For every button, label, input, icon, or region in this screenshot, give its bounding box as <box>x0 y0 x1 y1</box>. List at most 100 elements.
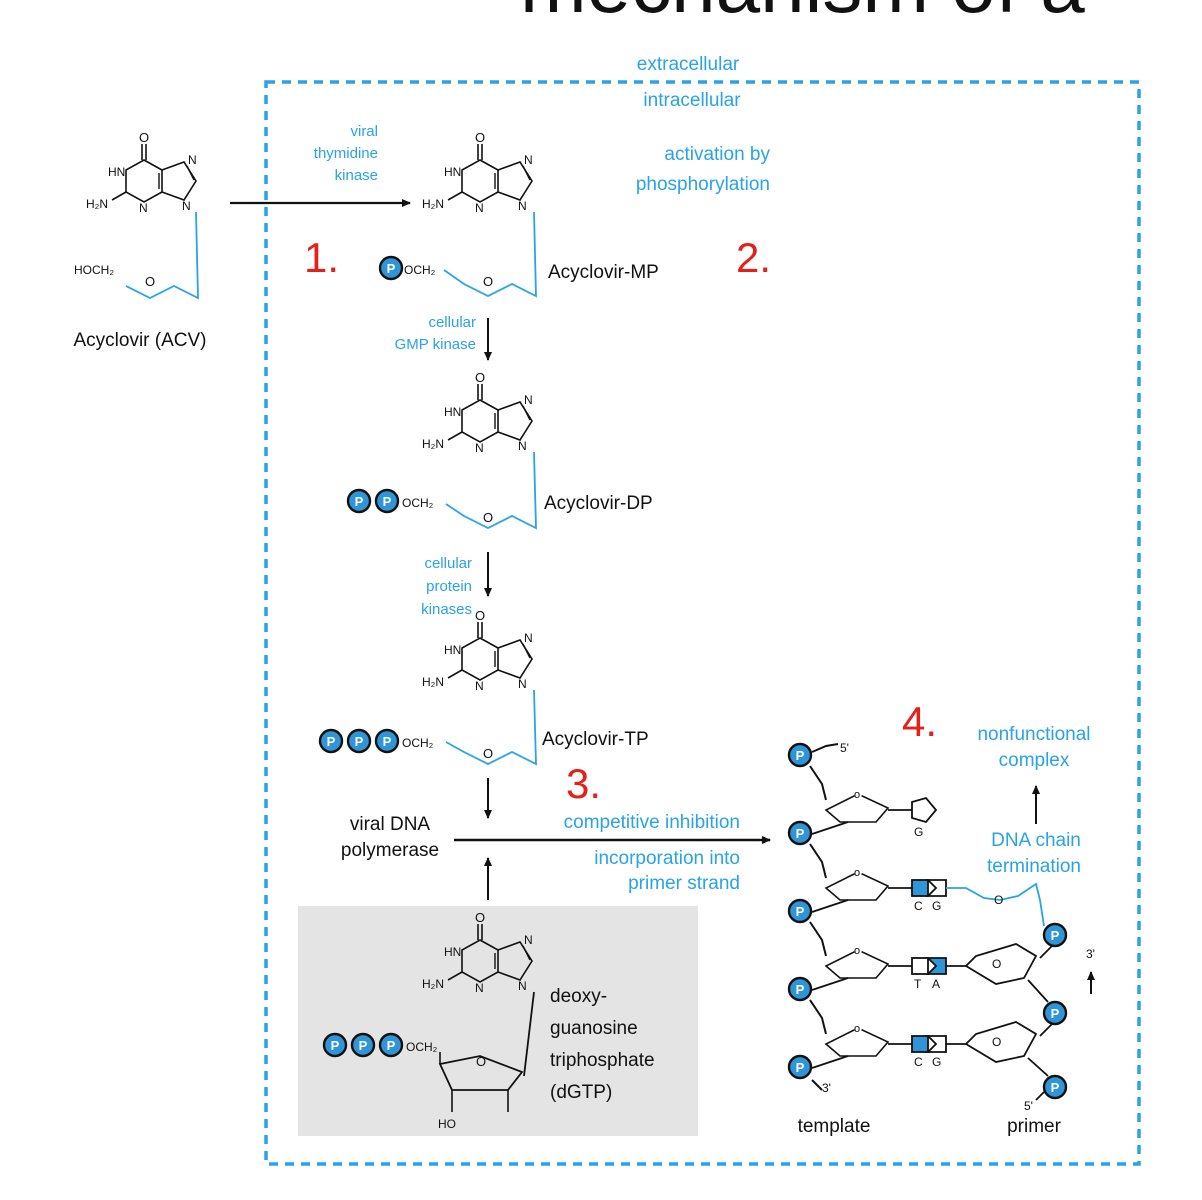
acyclovir-terminal-link <box>946 882 1045 927</box>
activation-label-line2: phosphorylation <box>636 174 770 195</box>
nonfunctional-label-line2: complex <box>999 750 1070 771</box>
base-c-2 <box>911 1035 929 1053</box>
primer-phosphate-2 <box>1042 1000 1068 1026</box>
dgtp-phosphate-1 <box>322 1032 348 1058</box>
enzyme-viral: viral <box>350 123 378 140</box>
primer-label: primer <box>1007 1116 1062 1137</box>
tp-och2: OCH₂ <box>402 736 434 750</box>
primer-sugar-1-oxygen: O <box>992 957 1001 971</box>
template-phosphate-5 <box>787 1054 813 1080</box>
primer-phosphate-1 <box>1042 922 1068 948</box>
mp-phosphate-1 <box>378 255 404 281</box>
acyclovir-dp-label: Acyclovir-DP <box>544 493 653 514</box>
enzyme-thymidine: thymidine <box>314 145 378 162</box>
tp-ether-oxygen: O <box>483 746 493 761</box>
enzyme-gmp-kinase: GMP kinase <box>395 336 476 353</box>
dgtp-label-line4: (dGTP) <box>550 1082 612 1103</box>
acv-hoch2: HOCH₂ <box>74 263 114 277</box>
enzyme-kinase: kinase <box>335 167 378 184</box>
dna-base-pairs: G C G T A C G <box>911 796 947 1069</box>
primer-sugar-2-oxygen: O <box>992 1035 1001 1049</box>
base-t <box>911 957 929 975</box>
template-phosphate-3 <box>787 898 813 924</box>
tp-phosphate-3 <box>374 728 400 754</box>
template-sugar-2 <box>825 866 889 901</box>
enzyme-cellular-2: cellular <box>424 555 472 572</box>
dgtp-label-line3: triphosphate <box>550 1050 655 1071</box>
dp-ether-oxygen: O <box>483 510 493 525</box>
acyclovir-terminal-oxygen: O <box>994 893 1003 907</box>
dp-phosphate-1 <box>346 488 372 514</box>
polymerase-line2: polymerase <box>341 840 439 861</box>
primer-3prime: 3' <box>1086 947 1095 961</box>
termination-label-line1: DNA chain <box>991 830 1081 851</box>
extracellular-label: extracellular <box>637 54 740 75</box>
primer-sugar-1 <box>964 943 1038 985</box>
polymerase-line1: viral DNA <box>350 814 431 835</box>
competitive-inhibition-label: competitive inhibition <box>564 812 740 833</box>
step-number-2: 2. <box>736 234 771 281</box>
acyclovir-mp-label: Acyclovir-MP <box>548 262 659 283</box>
dna-template-strand <box>787 742 912 1091</box>
intracellular-label: intracellular <box>643 90 741 111</box>
incorporation-label-line1: incorporation into <box>594 848 740 869</box>
dgtp-phosphate-2 <box>350 1032 376 1058</box>
base-a <box>925 957 947 975</box>
primer-phosphate-3 <box>1042 1074 1068 1100</box>
acv-ether-oxygen: O <box>145 274 155 289</box>
incorporation-label-line2: primer strand <box>628 873 740 894</box>
pair3-primer-base: G <box>932 1055 941 1069</box>
acyclovir-tp-structure: O OCH₂ <box>318 607 537 766</box>
dgtp-label-line2: guanosine <box>550 1018 638 1039</box>
acyclovir-dp-structure: O OCH₂ <box>346 369 537 530</box>
base-g-unpaired <box>911 796 938 824</box>
primer-sugar-2 <box>964 1021 1038 1063</box>
pair1-primer-base: G <box>932 899 941 913</box>
acv-label: Acyclovir (ACV) <box>73 330 206 351</box>
base-c-1 <box>911 879 929 897</box>
dp-och2: OCH₂ <box>402 496 434 510</box>
tp-phosphate-1 <box>318 728 344 754</box>
slide-title-fragment: mechanism of a <box>520 0 1085 29</box>
step-number-4: 4. <box>902 698 937 745</box>
template-phosphate-2 <box>787 820 813 846</box>
base-g-1 <box>925 879 947 897</box>
template-phosphate-1 <box>787 742 813 768</box>
step-number-1: 1. <box>304 234 339 281</box>
base-g-2 <box>925 1035 947 1053</box>
enzyme-cellular-1: cellular <box>428 314 476 331</box>
dgtp-label-line1: deoxy- <box>550 986 607 1007</box>
template-3prime: 3' <box>822 1081 831 1095</box>
cell-boundary <box>264 80 1141 1166</box>
dgtp-hydroxyl: HO <box>438 1117 456 1131</box>
enzyme-protein: protein <box>426 578 472 595</box>
template-sugar-1 <box>825 788 889 823</box>
dna-primer-strand: O O O <box>946 882 1068 1101</box>
dgtp-structure: O HO OCH₂ <box>322 909 535 1131</box>
dgtp-ring-oxygen: O <box>476 1054 486 1069</box>
dp-phosphate-2 <box>374 488 400 514</box>
template-phosphate-4 <box>787 976 813 1002</box>
acyclovir-structure: O HOCH₂ <box>74 129 199 300</box>
dgtp-och2: OCH₂ <box>406 1040 438 1054</box>
enzyme-kinases: kinases <box>421 601 472 618</box>
template-sugar-4 <box>825 1022 889 1057</box>
mp-ether-oxygen: O <box>483 274 493 289</box>
acyclovir-tp-label: Acyclovir-TP <box>542 729 649 750</box>
pair1-template-base: C <box>914 899 923 913</box>
mp-och2: OCH₂ <box>404 263 436 277</box>
dgtp-phosphate-3 <box>378 1032 404 1058</box>
pair3-template-base: C <box>914 1055 923 1069</box>
template-5prime: 5' <box>840 741 849 755</box>
acyclovir-mp-structure: O OCH₂ <box>378 129 537 298</box>
template-sugar-3 <box>825 944 889 979</box>
template-label: template <box>798 1116 871 1137</box>
activation-label-line1: activation by <box>664 144 770 165</box>
primer-5prime: 5' <box>1024 1099 1033 1113</box>
step-number-3: 3. <box>566 760 601 807</box>
nonfunctional-label-line1: nonfunctional <box>977 724 1090 745</box>
pair2-primer-base: A <box>932 977 940 991</box>
tp-phosphate-2 <box>346 728 372 754</box>
base-label-1: G <box>914 825 923 839</box>
